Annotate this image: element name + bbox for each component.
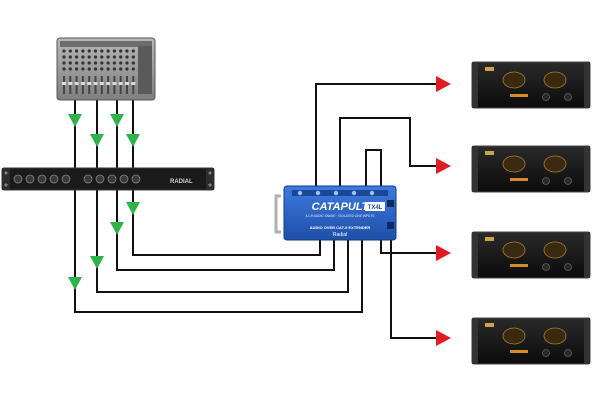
- mixer-channel-strip: [106, 49, 111, 94]
- output-cables: [315, 83, 438, 339]
- amp-meter-right: [543, 327, 567, 345]
- amp-logo: [485, 151, 494, 155]
- mixer-channel-strip: [93, 49, 98, 94]
- catapult-to-amp-cable-2: [339, 117, 438, 190]
- catapult-to-amp-cable-3: [365, 149, 438, 254]
- green-down-arrow: [68, 114, 82, 127]
- catapult-ethernet-port-1: [387, 200, 394, 207]
- rack-knobs: [13, 174, 141, 184]
- amp-meter-left: [502, 155, 526, 173]
- mixer-master-section: [138, 46, 152, 94]
- rack-knob: [25, 174, 35, 184]
- mixer-channel-strip: [68, 49, 73, 94]
- rack-knob: [95, 174, 105, 184]
- amp-indicator: [510, 350, 528, 353]
- rack-knob: [119, 174, 129, 184]
- mixer-channel-strips: [62, 49, 136, 94]
- amp-meter-right: [543, 155, 567, 173]
- rack-knob: [83, 174, 93, 184]
- rack-knob: [131, 174, 141, 184]
- amp-knob: [542, 177, 550, 185]
- mixing-console: [56, 37, 156, 101]
- mixer-channel-strip: [74, 49, 79, 94]
- rack-knob: [13, 174, 23, 184]
- mixer-channel-strip: [112, 49, 117, 94]
- amp-knob: [542, 263, 550, 271]
- green-down-arrow: [126, 202, 140, 215]
- catapult-tx4l-box: CATAPULT TX4L 4-CH AUDIO SNAKE · ISOLATE…: [274, 185, 397, 241]
- catapult-jacks: [297, 190, 375, 196]
- mixer-channel-strip: [87, 49, 92, 94]
- amp-knob: [564, 349, 572, 357]
- amp-meter-right: [543, 241, 567, 259]
- red-right-arrow: [436, 245, 451, 261]
- catapult-footer: AUDIO OVER CAT-5 EXTENDER: [310, 225, 371, 230]
- green-down-arrow: [110, 222, 124, 235]
- mixer-channel-strip: [80, 49, 85, 94]
- amp-indicator: [510, 264, 528, 267]
- catapult-jack: [315, 190, 321, 196]
- catapult-to-amp-cable-1: [315, 83, 438, 190]
- amp-knob: [542, 93, 550, 101]
- rack-to-catapult-cable-3: [96, 190, 349, 293]
- red-right-arrow: [436, 330, 451, 346]
- power-amplifier: [471, 231, 591, 279]
- catapult-brand: CATAPULT: [312, 201, 370, 213]
- output-signal-arrows: [436, 76, 451, 346]
- amp-meter-left: [502, 71, 526, 89]
- catapult-maker: Radial: [333, 232, 347, 238]
- green-down-arrow: [68, 277, 82, 290]
- mixer-channel-strip: [118, 49, 123, 94]
- catapult-subtitle: 4-CH AUDIO SNAKE · ISOLATED LINE INPUTS: [306, 214, 375, 218]
- input-signal-arrows: [68, 114, 140, 290]
- amp-knob: [564, 263, 572, 271]
- amp-logo: [485, 67, 494, 71]
- rack-badge: RADIAL: [170, 179, 193, 185]
- green-down-arrow: [90, 134, 104, 147]
- green-down-arrow: [90, 256, 104, 269]
- amp-indicator: [510, 178, 528, 181]
- amp-meter-right: [543, 71, 567, 89]
- catapult-jack: [369, 190, 375, 196]
- catapult-to-amp-cable-4: [390, 200, 438, 339]
- mixer-channel-strip: [125, 49, 129, 94]
- catapult-ethernet-port-2: [387, 222, 394, 229]
- mixer-channel-strip: [62, 49, 66, 94]
- power-amplifier: [471, 317, 591, 365]
- amp-meter-left: [502, 241, 526, 259]
- amp-logo: [485, 323, 494, 327]
- amp-logo: [485, 237, 494, 241]
- catapult-jack: [333, 190, 339, 196]
- catapult-model-badge-bg: [365, 202, 385, 211]
- amp-indicator: [510, 94, 528, 97]
- rack-knob: [37, 174, 47, 184]
- amp-knob: [542, 349, 550, 357]
- mixer-channel-strip: [131, 49, 136, 94]
- catapult-jack: [351, 190, 357, 196]
- rack-knob: [107, 174, 117, 184]
- amp-meter-left: [502, 327, 526, 345]
- rack-distribution-unit: RADIAL: [1, 167, 215, 191]
- catapult-model-badge: TX4L: [368, 205, 383, 211]
- red-right-arrow: [436, 76, 451, 92]
- rack-knob: [49, 174, 59, 184]
- power-amplifiers: [471, 61, 591, 365]
- power-amplifier: [471, 61, 591, 109]
- amp-knob: [564, 93, 572, 101]
- rack-to-catapult-cable-4: [74, 190, 363, 313]
- catapult-handle: [274, 194, 281, 234]
- rack-knob: [61, 174, 71, 184]
- green-down-arrow: [110, 114, 124, 127]
- red-right-arrow: [436, 158, 451, 174]
- mixer-channel-strip: [99, 49, 104, 94]
- power-amplifier: [471, 145, 591, 193]
- catapult-connector-row: [292, 190, 388, 196]
- amp-knob: [564, 177, 572, 185]
- catapult-jack: [297, 190, 303, 196]
- green-down-arrow: [126, 134, 140, 147]
